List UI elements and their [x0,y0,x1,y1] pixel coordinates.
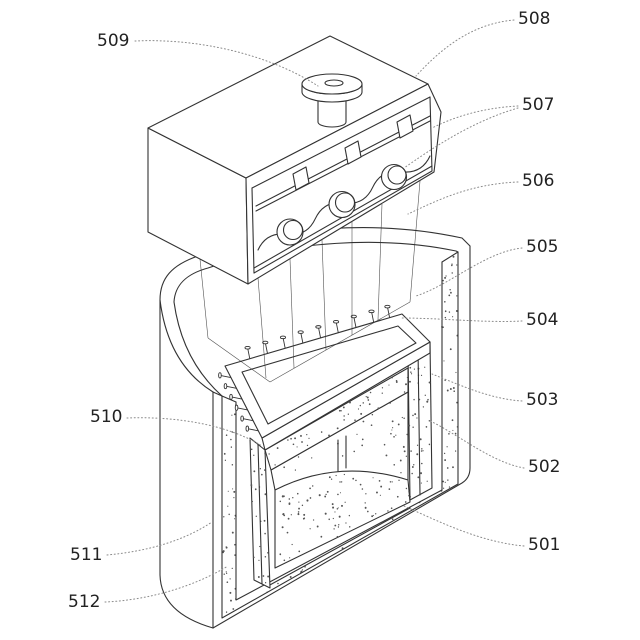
label-511: 511 [70,545,102,565]
pin-head [224,384,227,389]
pin-head [298,331,303,334]
knob-cap-top [302,74,362,94]
label-503: 503 [526,390,558,410]
pin-head [280,336,285,339]
label-505: 505 [526,237,558,257]
label-509: 509 [97,31,129,51]
label-506: 506 [522,171,554,191]
pin-head [245,346,250,349]
pin-head [235,405,238,410]
pin-head [369,310,374,313]
label-512: 512 [68,592,100,612]
pin-head [219,373,222,378]
label-502: 502 [528,457,560,477]
pin-head [333,320,338,323]
pin-head [385,305,390,308]
roller [277,219,303,245]
roller [329,192,355,218]
label-501: 501 [528,535,560,555]
pin-head [230,394,233,399]
pin-head [241,416,244,421]
label-508: 508 [518,9,550,29]
label-510: 510 [90,407,122,427]
pin-head [316,326,321,329]
label-507: 507 [522,95,554,115]
pin-head [246,426,249,431]
roller [382,165,407,190]
label-504: 504 [526,310,558,330]
